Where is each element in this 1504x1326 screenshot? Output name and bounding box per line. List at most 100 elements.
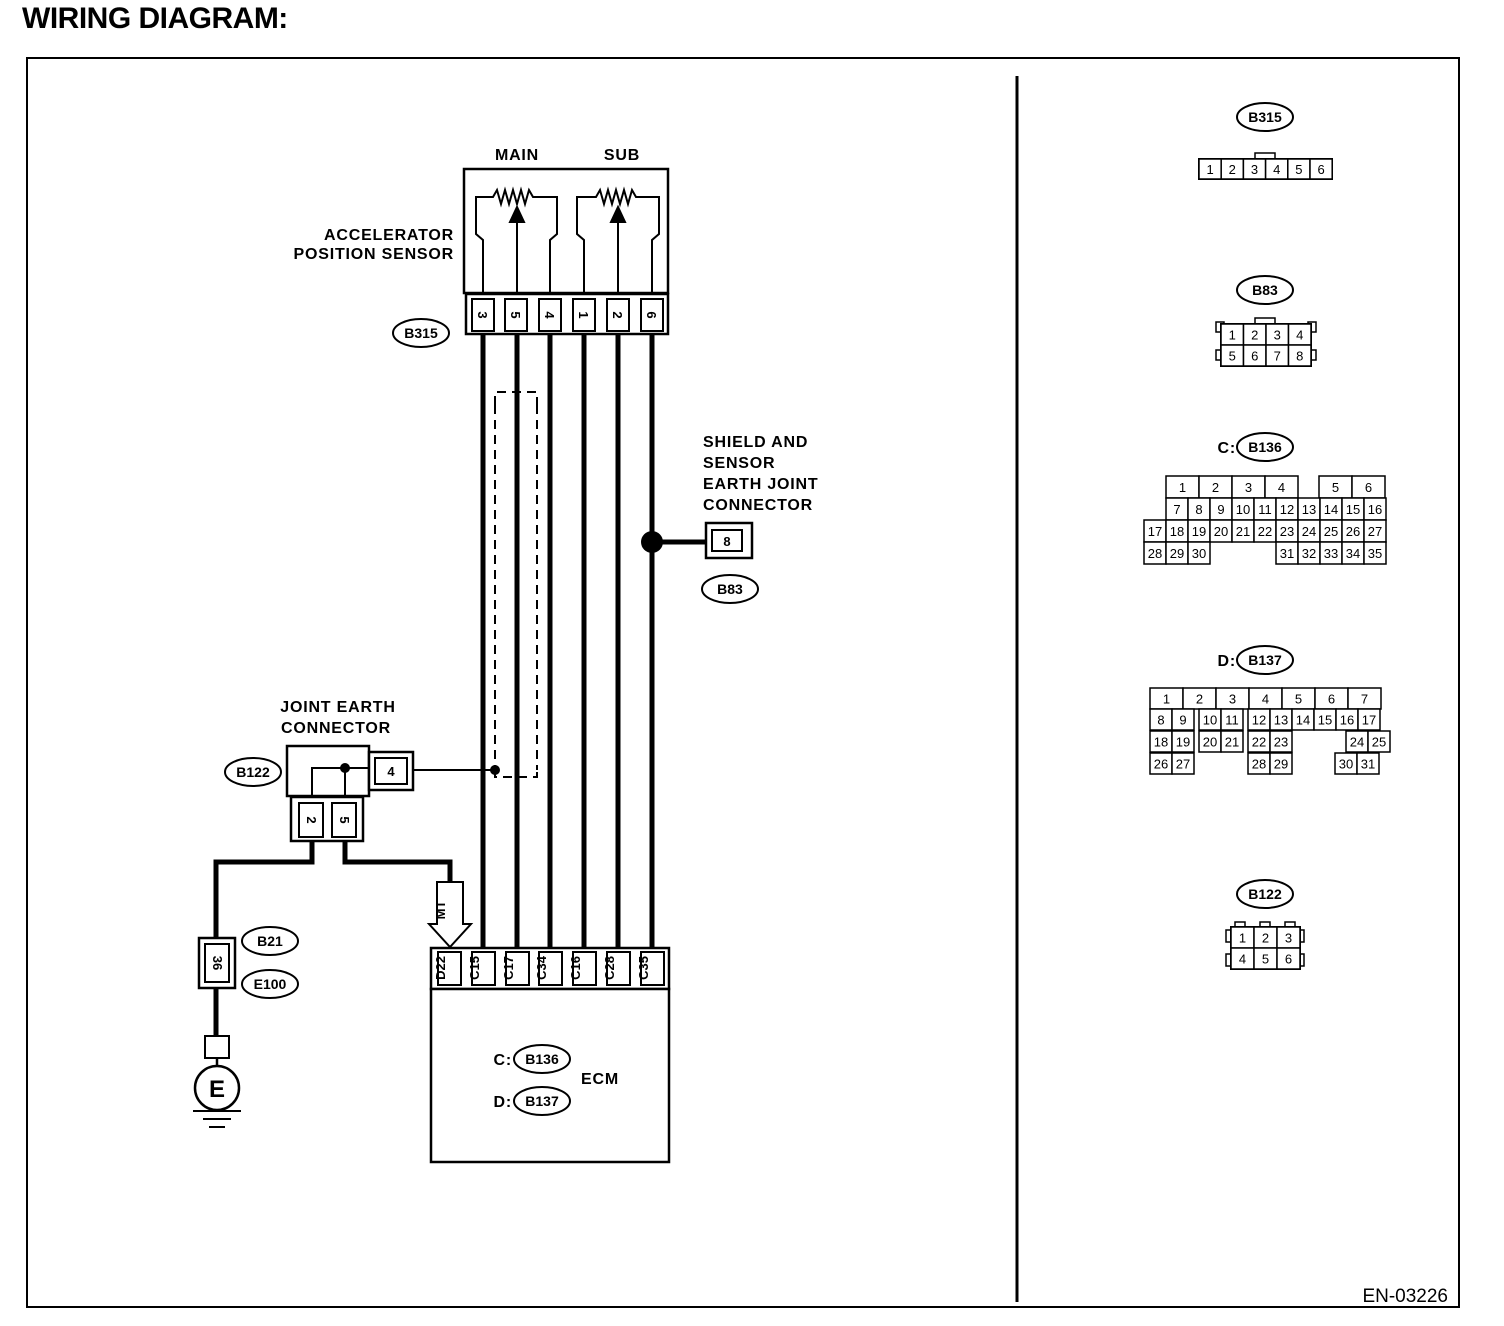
- document-id: EN-03226: [1362, 1286, 1448, 1307]
- b137-pin-label: 8: [1157, 713, 1164, 728]
- b136-pin-label: 26: [1346, 524, 1360, 539]
- b136-pin-label: 22: [1258, 524, 1272, 539]
- b136-pin-label: 33: [1324, 546, 1338, 561]
- b122-pin-label: 2: [1262, 931, 1269, 946]
- b137-view-tag-text: B137: [1248, 652, 1282, 668]
- b137-pin-label: 13: [1274, 713, 1288, 728]
- b137-pin-label: 21: [1225, 735, 1239, 750]
- b136-pin-label: 12: [1280, 502, 1294, 517]
- b137-pin-label: 28: [1252, 757, 1266, 772]
- ground-terminal: [204, 1035, 230, 1059]
- b83-connector-tag: [701, 574, 759, 604]
- mt-label: MT: [433, 901, 448, 920]
- b137-view-tag: [1236, 645, 1294, 675]
- joint-earth-internal-bus: [311, 767, 346, 796]
- shield-earth-joint-connector: SHIELD AND SENSOR EARTH JOINT CONNECTOR …: [641, 434, 818, 604]
- b315-pin: 5: [508, 311, 523, 318]
- b136-pin-label: 5: [1332, 480, 1339, 495]
- b315-pin: 4: [542, 311, 557, 319]
- ecm-body: [429, 987, 671, 1164]
- b136-pin-label: 7: [1173, 502, 1180, 517]
- b83-pin-label: 8: [1296, 349, 1303, 364]
- b122-pin-label: 5: [1262, 952, 1269, 967]
- ecm-pin: C28: [602, 956, 617, 980]
- b137-pin-label: 25: [1372, 735, 1386, 750]
- b315-pin-label: 6: [1317, 162, 1324, 177]
- ecm-pin: C16: [568, 956, 583, 980]
- b136-pin-label: 34: [1346, 546, 1360, 561]
- sub-potentiometer: [576, 186, 660, 293]
- b136-pin-label: 20: [1214, 524, 1228, 539]
- b137-pin-label: 23: [1274, 735, 1288, 750]
- b315-pin-label: 2: [1229, 162, 1236, 177]
- b137-pin-label: 10: [1203, 713, 1217, 728]
- b122-view-tag: [1236, 879, 1294, 909]
- b136-pin-label: 17: [1148, 524, 1162, 539]
- b122-connector-tag: [224, 757, 282, 787]
- b137-pin-label: 17: [1362, 713, 1376, 728]
- b122-bottom-pin-cell: [331, 802, 357, 838]
- b136-pin-cell: [1363, 541, 1387, 565]
- b315-pin-label: 3: [1251, 162, 1258, 177]
- b315-pin: 3: [475, 311, 490, 318]
- b315-connector-strip: [464, 292, 670, 336]
- b137-pin-label: 24: [1350, 735, 1364, 750]
- b83-pin-label: 5: [1229, 349, 1236, 364]
- b315-view-tag: [1236, 102, 1294, 132]
- b122-pin-label: 3: [1285, 931, 1292, 946]
- b122-pin-label: 6: [1285, 952, 1292, 967]
- b315-pin-cells: [471, 298, 664, 332]
- b137-pin-label: 22: [1252, 735, 1266, 750]
- b136-pin-label: 23: [1280, 524, 1294, 539]
- b315-pin-label: 5: [1295, 162, 1302, 177]
- b136-view-tag-text: B136: [1248, 439, 1282, 455]
- shield-label-line3: EARTH JOINT: [703, 476, 818, 493]
- b315-view-tag-text: B315: [1248, 109, 1282, 125]
- b136-view-prefix: C:: [1218, 440, 1236, 457]
- b137-pin-label: 20: [1203, 735, 1217, 750]
- b137-pin-label: 7: [1361, 692, 1368, 707]
- b315-tag-text: B315: [404, 325, 438, 341]
- b137-pin-label: 16: [1340, 713, 1354, 728]
- b83-pin: 8: [723, 534, 730, 549]
- earth-wires: [213, 841, 453, 1036]
- shield-drain-node: [490, 765, 500, 775]
- joint-earth-body: [285, 744, 371, 798]
- b83-pin-label: 6: [1251, 349, 1258, 364]
- b136-pin-label: 1: [1179, 480, 1186, 495]
- b137-pin-cell: [1356, 752, 1380, 775]
- b137-pin-cell: [1171, 730, 1195, 753]
- b122-side-pin: 4: [387, 764, 395, 779]
- b83-pin-cell: [711, 529, 743, 552]
- diagram-frame: [26, 57, 1460, 1308]
- ecm-ref-d-prefix: D:: [494, 1094, 512, 1111]
- b136-pin-label: 10: [1236, 502, 1250, 517]
- b315-pin-cell: [1309, 158, 1333, 180]
- b136-pin-label: 18: [1170, 524, 1184, 539]
- b136-pin-label: 2: [1212, 480, 1219, 495]
- ecm-name: ECM: [581, 1071, 619, 1088]
- sensor-body: [462, 167, 670, 295]
- b137-pin-label: 12: [1252, 713, 1266, 728]
- b136-pin-label: 11: [1258, 502, 1272, 517]
- ecm-module: D22 C15 C17 C34 C16 C28 C35 C: B136 D: B…: [429, 946, 671, 1164]
- shield-label-line1: SHIELD AND: [703, 434, 808, 451]
- joint-earth-label-line2: CONNECTOR: [281, 720, 391, 737]
- b136-pin-label: 27: [1368, 524, 1382, 539]
- b136-pin-label: 32: [1302, 546, 1316, 561]
- b137-pin-cell: [1220, 730, 1244, 753]
- b137-pin-cell: [1269, 730, 1293, 753]
- b137-pin-label: 19: [1176, 735, 1190, 750]
- b136-pin-label: 4: [1278, 480, 1285, 495]
- b83-view-tag-text: B83: [1252, 282, 1278, 298]
- ecm-pin: C17: [501, 956, 516, 980]
- b83-pin-cell: [1287, 344, 1312, 367]
- main-potentiometer: [475, 186, 558, 293]
- b21-tag-text: B21: [257, 933, 283, 949]
- b137-pin-cell: [1220, 708, 1244, 731]
